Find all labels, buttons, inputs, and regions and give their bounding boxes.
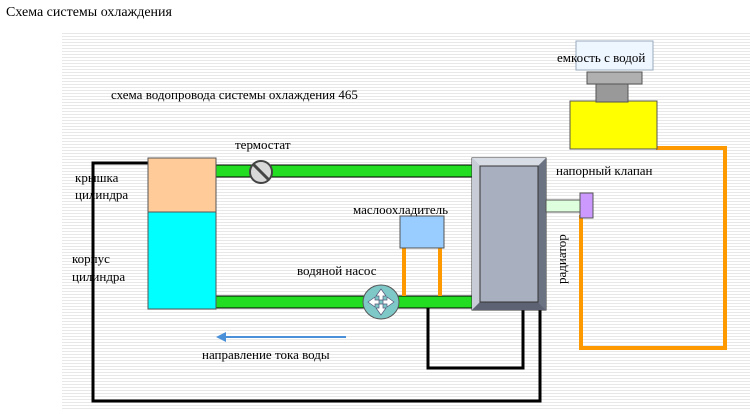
tank-orange-pipe xyxy=(579,146,727,350)
water-tank xyxy=(569,100,658,150)
left-arrow-icon xyxy=(216,332,346,342)
label-cylinder-head-1: крышка xyxy=(75,170,119,185)
pressure-valve xyxy=(579,192,594,219)
label-oil-cooler: маслоохладитель xyxy=(353,202,448,217)
tank-cap xyxy=(575,40,654,71)
page-title: Схема системы охлаждения xyxy=(6,5,172,20)
label-cylinder-body-1: корпус xyxy=(72,251,110,266)
black-return-pipe xyxy=(91,161,542,403)
cylinder-head xyxy=(147,157,217,213)
label-radiator: радиатор xyxy=(554,234,569,284)
label-flow-direction: направление тока воды xyxy=(202,347,330,362)
tank-neck-upper xyxy=(586,71,643,85)
diagram-heading: схема водопровода системы охлаждения 465 xyxy=(111,87,358,102)
black-inner-pipe xyxy=(426,307,525,370)
label-cylinder-head-2: цилиндра xyxy=(75,187,128,202)
label-pressure-valve: напорный клапан xyxy=(556,163,653,178)
label-water-pump: водяной насос xyxy=(297,263,377,278)
green-lower-pipe xyxy=(215,295,475,309)
cylinder-body xyxy=(147,211,217,310)
oil-cooler xyxy=(399,215,445,249)
tank-neck-lower xyxy=(595,83,629,103)
valve-connector-pipe xyxy=(545,199,583,213)
label-cylinder-body-2: цилиндра xyxy=(72,269,125,284)
pump-four-arrows-icon xyxy=(362,284,400,320)
label-thermostat: термостат xyxy=(235,137,291,152)
thermostat-valve-icon xyxy=(249,160,273,184)
radiator xyxy=(471,157,547,311)
label-water-tank: емкость с водой xyxy=(557,50,645,65)
